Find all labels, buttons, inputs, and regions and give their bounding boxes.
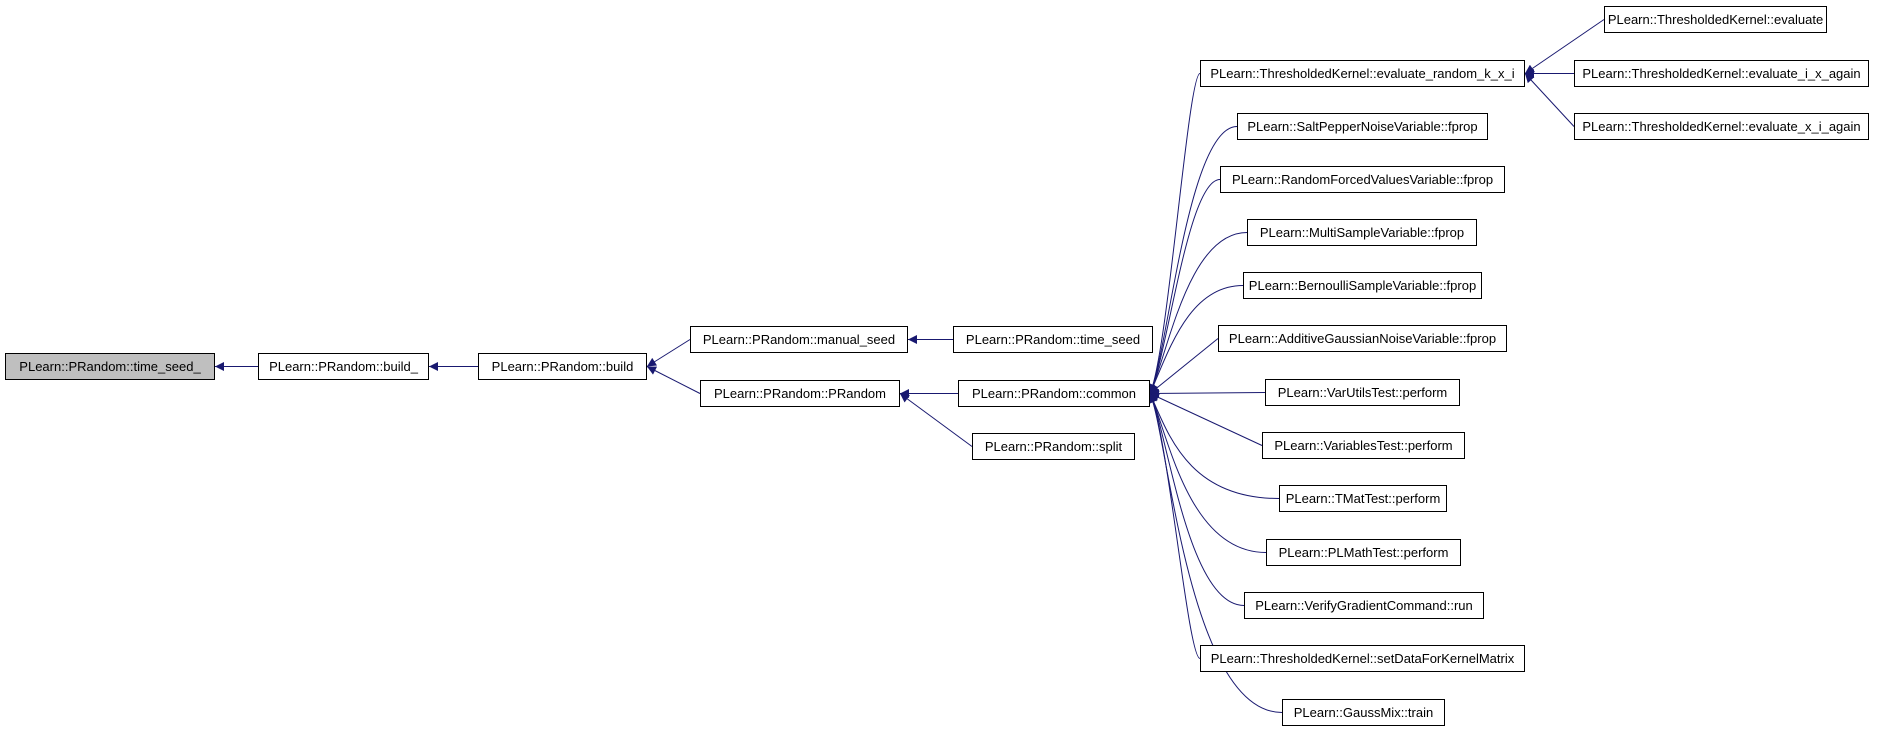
graph-node-n18[interactable]: PLearn::VerifyGradientCommand::run — [1244, 592, 1484, 619]
graph-node-n17[interactable]: PLearn::PLMathTest::perform — [1266, 539, 1461, 566]
graph-edge-n20-n6 — [1149, 393, 1283, 713]
graph-edge-n17-n6 — [1149, 393, 1267, 553]
graph-edge-n12-n6 — [1149, 285, 1244, 394]
graph-node-n10[interactable]: PLearn::RandomForcedValuesVariable::fpro… — [1220, 166, 1505, 193]
graph-edge-n13-n6 — [1149, 338, 1219, 394]
graph-node-label: PLearn::VarUtilsTest::perform — [1277, 385, 1448, 400]
graph-node-label: PLearn::VerifyGradientCommand::run — [1255, 598, 1473, 613]
graph-node-label: PLearn::PRandom::build_ — [269, 359, 418, 374]
graph-node-n9[interactable]: PLearn::SaltPepperNoiseVariable::fprop — [1237, 113, 1488, 140]
graph-node-label: PLearn::PRandom::manual_seed — [702, 332, 896, 347]
graph-node-n6[interactable]: PLearn::PRandom::common — [958, 380, 1150, 407]
graph-node-label: PLearn::ThresholdedKernel::evaluate_rand… — [1210, 66, 1515, 81]
graph-node-n0[interactable]: PLearn::PRandom::time_seed_ — [5, 353, 215, 380]
graph-edge-n18-n6 — [1149, 393, 1245, 606]
graph-node-label: PLearn::PRandom::PRandom — [714, 386, 886, 401]
graph-edge-n11-n6 — [1149, 232, 1248, 394]
graph-edge-n23-n8 — [1524, 73, 1575, 127]
graph-node-label: PLearn::TMatTest::perform — [1285, 491, 1441, 506]
graph-node-n3[interactable]: PLearn::PRandom::manual_seed — [690, 326, 908, 353]
graph-edge-n19-n6 — [1149, 393, 1201, 659]
graph-node-label: PLearn::ThresholdedKernel::evaluate_i_x_… — [1582, 66, 1861, 81]
graph-node-n11[interactable]: PLearn::MultiSampleVariable::fprop — [1247, 219, 1477, 246]
graph-node-n21[interactable]: PLearn::ThresholdedKernel::evaluate — [1604, 6, 1827, 33]
graph-node-n7[interactable]: PLearn::PRandom::split — [972, 433, 1135, 460]
graph-node-label: PLearn::PRandom::build — [491, 359, 634, 374]
graph-node-n16[interactable]: PLearn::TMatTest::perform — [1279, 485, 1447, 512]
graph-node-label: PLearn::PRandom::split — [984, 439, 1123, 454]
graph-node-label: PLearn::BernoulliSampleVariable::fprop — [1248, 278, 1477, 293]
graph-node-label: PLearn::VariablesTest::perform — [1274, 438, 1453, 453]
graph-edge-n8-n6 — [1149, 73, 1201, 394]
graph-node-label: PLearn::MultiSampleVariable::fprop — [1259, 225, 1465, 240]
graph-node-n13[interactable]: PLearn::AdditiveGaussianNoiseVariable::f… — [1218, 325, 1507, 352]
graph-edge-n14-n6 — [1149, 388, 1266, 398]
graph-node-n23[interactable]: PLearn::ThresholdedKernel::evaluate_x_i_… — [1574, 113, 1869, 140]
graph-node-n2[interactable]: PLearn::PRandom::build — [478, 353, 647, 380]
graph-edge-n16-n6 — [1149, 393, 1280, 499]
graph-node-label: PLearn::PRandom::common — [971, 386, 1137, 401]
graph-edge-n15-n6 — [1149, 393, 1263, 446]
graph-node-label: PLearn::GaussMix::train — [1293, 705, 1434, 720]
graph-node-n8[interactable]: PLearn::ThresholdedKernel::evaluate_rand… — [1200, 60, 1525, 87]
graph-edge-n4-n2 — [646, 366, 701, 394]
graph-node-n4[interactable]: PLearn::PRandom::PRandom — [700, 380, 900, 407]
graph-node-n20[interactable]: PLearn::GaussMix::train — [1282, 699, 1445, 726]
graph-node-n22[interactable]: PLearn::ThresholdedKernel::evaluate_i_x_… — [1574, 60, 1869, 87]
graph-node-n1[interactable]: PLearn::PRandom::build_ — [258, 353, 429, 380]
graph-node-n15[interactable]: PLearn::VariablesTest::perform — [1262, 432, 1465, 459]
graph-node-label: PLearn::PRandom::time_seed — [965, 332, 1141, 347]
graph-node-label: PLearn::RandomForcedValuesVariable::fpro… — [1231, 172, 1494, 187]
graph-edge-n3-n2 — [646, 339, 691, 367]
graph-node-label: PLearn::PLMathTest::perform — [1278, 545, 1449, 560]
graph-node-label: PLearn::SaltPepperNoiseVariable::fprop — [1247, 119, 1478, 134]
graph-node-label: PLearn::PRandom::time_seed_ — [19, 359, 201, 374]
graph-node-label: PLearn::ThresholdedKernel::setDataForKer… — [1210, 651, 1515, 666]
graph-node-label: PLearn::ThresholdedKernel::evaluate — [1607, 12, 1824, 27]
graph-node-label: PLearn::AdditiveGaussianNoiseVariable::f… — [1228, 331, 1497, 346]
graph-node-n12[interactable]: PLearn::BernoulliSampleVariable::fprop — [1243, 272, 1482, 299]
graph-node-n19[interactable]: PLearn::ThresholdedKernel::setDataForKer… — [1200, 645, 1525, 672]
graph-node-n14[interactable]: PLearn::VarUtilsTest::perform — [1265, 379, 1460, 406]
graph-edge-n21-n8 — [1524, 19, 1605, 74]
graph-node-n5[interactable]: PLearn::PRandom::time_seed — [953, 326, 1153, 353]
graph-edge-n10-n6 — [1149, 179, 1221, 394]
graph-edge-n7-n4 — [899, 393, 973, 447]
graph-node-label: PLearn::ThresholdedKernel::evaluate_x_i_… — [1582, 119, 1861, 134]
